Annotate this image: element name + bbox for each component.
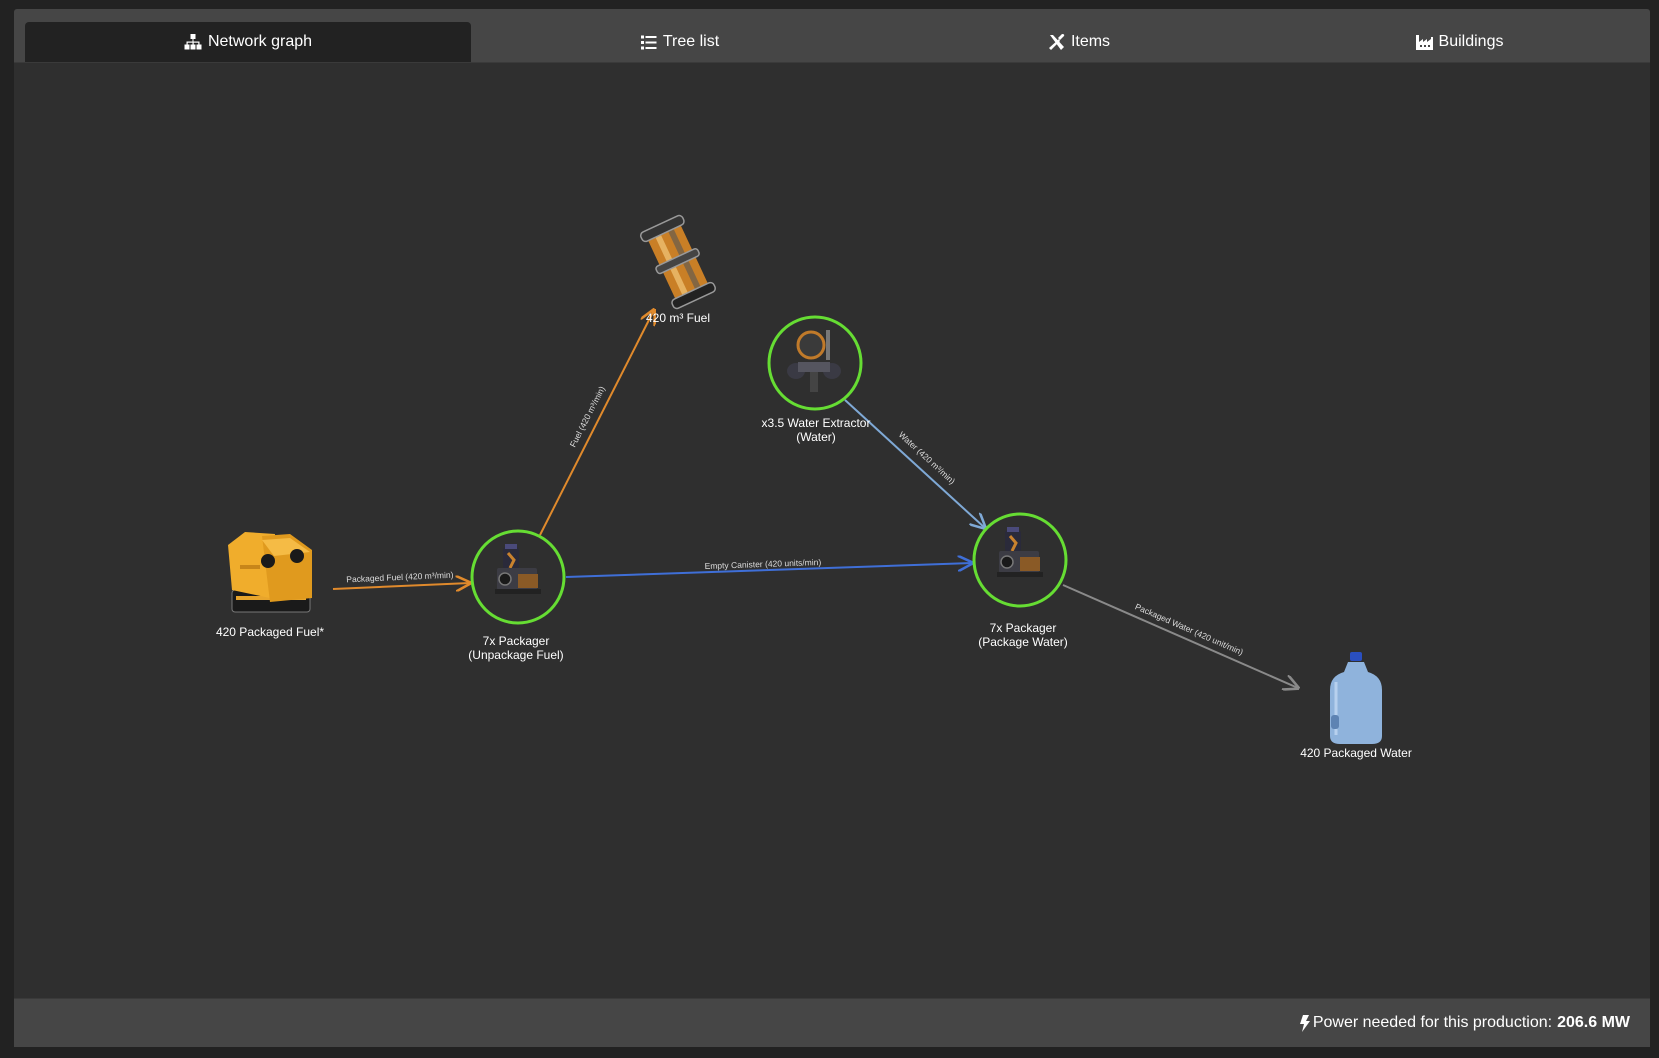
fuel-icon (639, 214, 717, 310)
node-packager-unpackage-fuel[interactable]: 7x Packager (Unpackage Fuel) (468, 529, 566, 662)
tab-label: Buildings (1438, 33, 1504, 50)
edge-label: Empty Canister (420 units/min) (704, 557, 821, 571)
tab-buildings[interactable]: Buildings (1269, 22, 1650, 62)
power-footer: Power needed for this production: 206.6 … (14, 998, 1650, 1047)
node-label: 7x Packager (990, 621, 1057, 635)
edge-fuel[interactable]: Fuel (420 m³/min) (539, 310, 654, 536)
tab-tree-list[interactable]: Tree list (471, 22, 889, 62)
node-label: (Water) (796, 430, 836, 444)
edge-label: Packaged Water (420 unit/min) (1134, 601, 1245, 657)
water-extractor-icon (787, 330, 841, 392)
packaged-fuel-icon (228, 532, 312, 613)
packager-icon (495, 544, 541, 594)
sitemap-icon (184, 34, 202, 50)
node-label: x3.5 Water Extractor (762, 416, 871, 430)
edge-label: Packaged Fuel (420 m³/min) (346, 570, 454, 585)
node-label: (Unpackage Fuel) (468, 648, 563, 662)
bolt-icon (1299, 1014, 1310, 1032)
node-packager-package-water[interactable]: 7x Packager (Package Water) (972, 512, 1068, 649)
packaged-water-icon (1330, 652, 1382, 744)
node-label: 420 Packaged Water (1300, 746, 1412, 760)
node-label: (Package Water) (978, 635, 1068, 649)
node-packaged-water[interactable]: 420 Packaged Water (1300, 652, 1412, 760)
node-packaged-fuel[interactable]: 420 Packaged Fuel* (216, 532, 324, 639)
edge-label: Water (420 m³/min) (897, 429, 958, 486)
tab-items[interactable]: Items (889, 22, 1269, 62)
node-label: 7x Packager (483, 634, 550, 648)
industry-icon (1415, 34, 1433, 50)
tab-bar: Network graph Tree list Items Buildings (14, 9, 1650, 63)
tools-icon (1048, 33, 1065, 51)
list-icon (640, 35, 657, 50)
tab-label: Tree list (662, 33, 720, 50)
node-label: 420 Packaged Fuel* (216, 625, 324, 639)
node-fuel[interactable]: 420 m³ Fuel (639, 214, 717, 325)
tab-label: Network graph (207, 33, 313, 50)
tab-label: Items (1070, 33, 1111, 50)
packager-icon (997, 527, 1043, 577)
power-label: Power needed for this production: (1312, 1014, 1553, 1031)
network-graph-canvas[interactable]: Packaged Fuel (420 m³/min) Fuel (420 m³/… (14, 62, 1650, 998)
main-panel: Network graph Tree list Items Buildings (14, 9, 1650, 1047)
edge-packaged-fuel[interactable]: Packaged Fuel (420 m³/min) (332, 570, 470, 589)
tab-network-graph[interactable]: Network graph (25, 22, 471, 62)
power-value: 206.6 MW (1557, 1014, 1630, 1031)
edge-packaged-water[interactable]: Packaged Water (420 unit/min) (1062, 584, 1298, 688)
edge-empty-canister[interactable]: Empty Canister (420 units/min) (565, 557, 972, 578)
node-water-extractor[interactable]: x3.5 Water Extractor (Water) (762, 315, 871, 444)
edge-label: Fuel (420 m³/min) (568, 384, 607, 448)
node-label: 420 m³ Fuel (646, 311, 710, 325)
